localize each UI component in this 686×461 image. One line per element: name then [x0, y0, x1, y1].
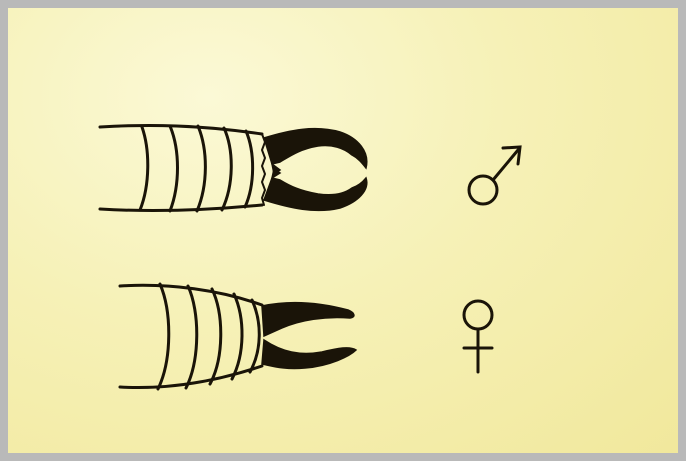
male-symbol-icon — [469, 147, 520, 204]
male-abdomen-illustration — [100, 125, 265, 211]
female-forceps-illustration — [262, 303, 356, 369]
female-symbol-icon — [464, 301, 492, 372]
female-abdomen-illustration — [120, 284, 262, 389]
male-forceps-illustration — [264, 129, 367, 211]
